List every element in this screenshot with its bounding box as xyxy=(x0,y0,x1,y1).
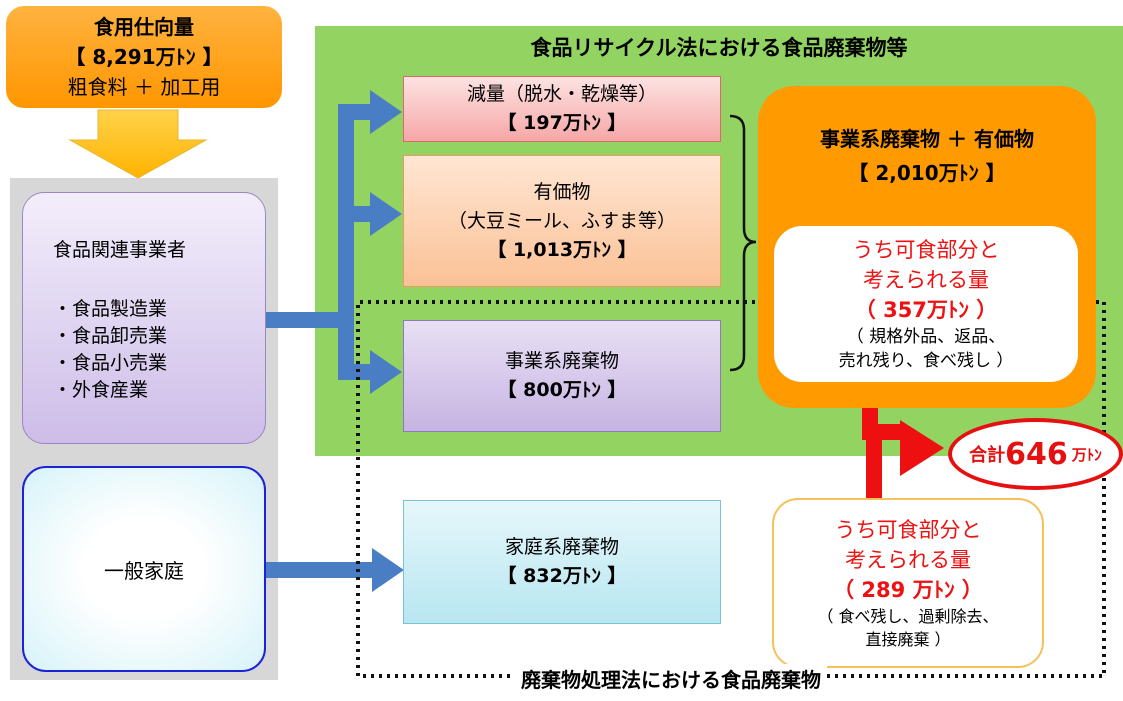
valuables-box: 有価物 （大豆ミール、ふすま等） 【 1,013万ﾄﾝ 】 xyxy=(403,155,721,287)
edible-business-note2: 売れ残り、食べ残し ） xyxy=(838,351,1014,371)
food-businesses-title: 食品関連事業者 xyxy=(53,239,187,261)
supply-down-arrow xyxy=(68,109,208,179)
food-supply-box: 食用仕向量 【 8,291万ﾄﾝ 】 粗食料 ＋ 加工用 xyxy=(6,6,282,108)
business-total-title: 事業系廃棄物 ＋ 有価物 xyxy=(820,127,1034,151)
business-total-amount: 【 2,010万ﾄﾝ 】 xyxy=(848,161,1006,185)
reduction-title: 減量（脱水・乾燥等） xyxy=(466,83,657,105)
edible-business-line1: うち可食部分と xyxy=(852,238,1000,262)
food-business-item: ・食品卸売業 xyxy=(53,325,168,347)
waste-law-title: 廃棄物処理法における食品廃棄物 xyxy=(515,664,827,693)
valuables-amount: 【 1,013万ﾄﾝ 】 xyxy=(487,238,637,261)
food-businesses-box: 食品関連事業者 ・食品製造業 ・食品卸売業 ・食品小売業 ・外食産業 xyxy=(22,192,266,444)
valuables-examples: （大豆ミール、ふすま等） xyxy=(447,209,676,232)
business-flow-arrow xyxy=(266,90,402,394)
edible-business-box: うち可食部分と 考えられる量 （ 357万ﾄﾝ ） （ 規格外品、返品、 売れ残… xyxy=(774,226,1078,382)
households-title: 一般家庭 xyxy=(104,558,184,583)
grand-total-value: 646 xyxy=(1005,436,1068,472)
household-flow-arrow xyxy=(266,548,404,592)
food-business-item: ・食品製造業 xyxy=(53,298,168,320)
edible-household-line2: 考えられる量 xyxy=(845,548,971,572)
edible-household-amount: （ 289 万ﾄﾝ ） xyxy=(833,578,983,602)
food-supply-amount: 【 8,291万ﾄﾝ 】 xyxy=(65,45,223,69)
food-business-item: ・食品小売業 xyxy=(53,352,168,374)
edible-household-box: うち可食部分と 考えられる量 （ 289 万ﾄﾝ ） （ 食べ残し、過剰除去、 … xyxy=(772,498,1044,668)
household-waste-title: 家庭系廃棄物 xyxy=(504,536,619,558)
edible-household-note1: （ 食べ残し、過剰除去、 xyxy=(817,607,999,626)
business-waste-amount: 【 800万ﾄﾝ 】 xyxy=(497,379,627,401)
business-waste-title: 事業系廃棄物 xyxy=(504,350,619,372)
reduction-amount: 【 197万ﾄﾝ 】 xyxy=(497,112,627,134)
valuables-title: 有価物 xyxy=(533,180,591,203)
grand-total-oval: 合計 646 万ﾄﾝ xyxy=(948,418,1123,490)
food-business-item: ・外食産業 xyxy=(53,379,149,401)
households-box: 一般家庭 xyxy=(22,466,266,672)
reduction-box: 減量（脱水・乾燥等） 【 197万ﾄﾝ 】 xyxy=(403,76,721,142)
business-total-header: 事業系廃棄物 ＋ 有価物 【 2,010万ﾄﾝ 】 xyxy=(758,122,1096,190)
edible-business-note1: （ 規格外品、返品、 xyxy=(846,327,1006,347)
food-supply-composition: 粗食料 ＋ 加工用 xyxy=(67,75,221,99)
group-brace xyxy=(729,114,757,372)
edible-household-note2: 直接廃棄 ） xyxy=(865,630,951,649)
household-waste-box: 家庭系廃棄物 【 832万ﾄﾝ 】 xyxy=(403,500,721,624)
grand-total-unit: 万ﾄﾝ xyxy=(1071,445,1102,464)
business-waste-box: 事業系廃棄物 【 800万ﾄﾝ 】 xyxy=(403,320,721,432)
grand-total-label: 合計 xyxy=(969,445,1006,466)
recycling-law-title: 食品リサイクル法における食品廃棄物等 xyxy=(530,36,908,60)
edible-business-amount: （ 357万ﾄﾝ ） xyxy=(854,298,998,322)
edible-household-line1: うち可食部分と xyxy=(834,518,982,542)
edible-business-line2: 考えられる量 xyxy=(863,268,989,292)
household-waste-amount: 【 832万ﾄﾝ 】 xyxy=(497,565,627,587)
food-supply-title: 食用仕向量 xyxy=(94,15,194,39)
